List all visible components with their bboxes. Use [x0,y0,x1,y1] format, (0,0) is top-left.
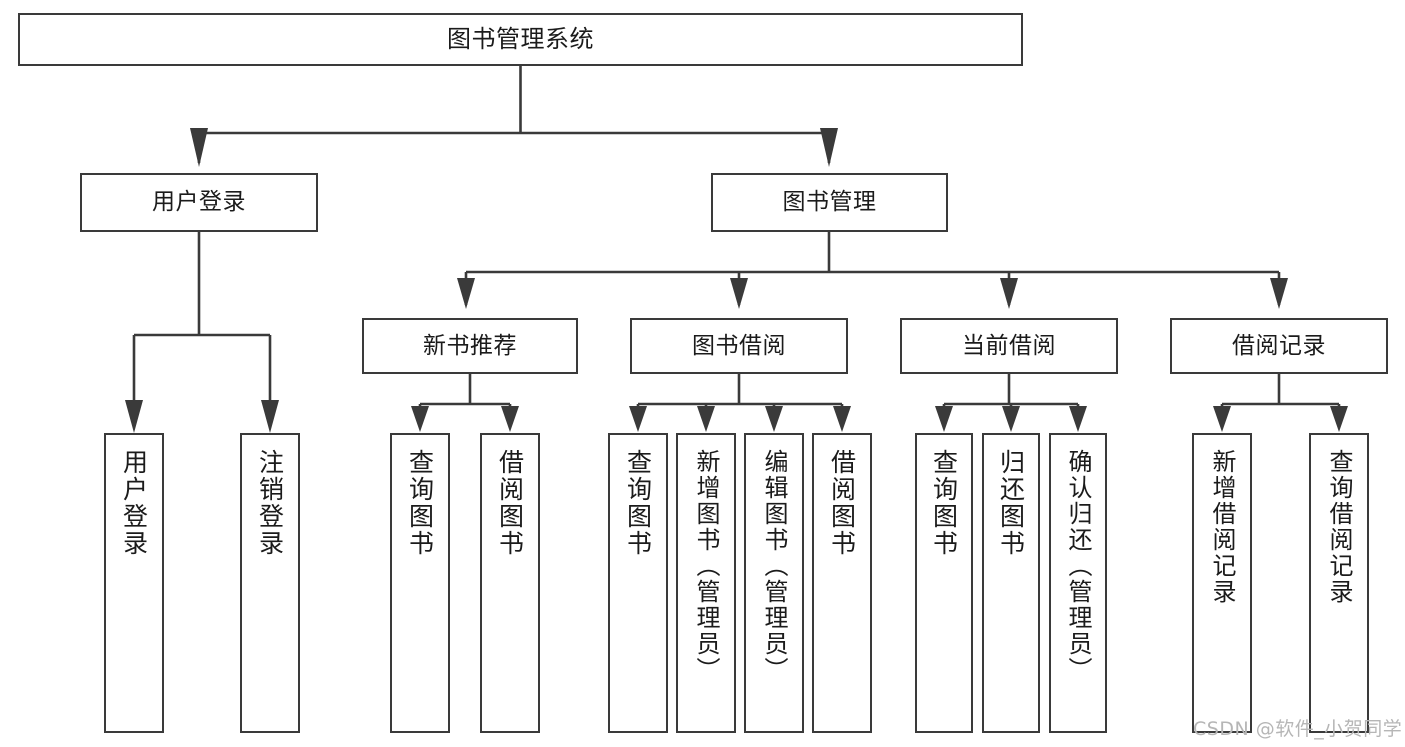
node-label: 借阅记录 [1232,332,1326,359]
node-label: 注销登录 [255,449,285,557]
leaf-confirm-return-admin[interactable]: 确认归还（管理员） [1049,433,1107,733]
node-label: 确认归还（管理员） [1064,449,1092,683]
node-label: 编辑图书（管理员） [760,449,788,683]
leaf-borrow-book[interactable]: 借阅图书 [812,433,872,733]
node-label: 用户登录 [152,189,246,216]
node-label: 图书管理系统 [447,24,594,53]
node-label: 查询图书 [405,449,435,557]
leaf-return-book[interactable]: 归还图书 [982,433,1040,733]
leaf-borrow-book-recommend[interactable]: 借阅图书 [480,433,540,733]
leaf-add-book-admin[interactable]: 新增图书（管理员） [676,433,736,733]
node-label: 查询图书 [623,449,653,557]
csdn-watermark: CSDN @软件_小贺同学 [1193,718,1403,740]
node-borrow-record[interactable]: 借阅记录 [1170,318,1388,374]
leaf-logout[interactable]: 注销登录 [240,433,300,733]
node-label: 图书管理 [782,189,877,216]
node-label: 新增图书（管理员） [692,449,720,683]
node-label: 新增借阅记录 [1208,449,1236,605]
node-label: 借阅图书 [495,449,525,557]
leaf-add-borrow-record[interactable]: 新增借阅记录 [1192,433,1252,733]
leaf-query-book-recommend[interactable]: 查询图书 [390,433,450,733]
node-label: 当前借阅 [962,332,1056,359]
leaf-user-login[interactable]: 用户登录 [104,433,164,733]
node-label: 新书推荐 [423,332,517,359]
node-new-book-recommend[interactable]: 新书推荐 [362,318,578,374]
node-label: 用户登录 [119,449,149,557]
node-root-system[interactable]: 图书管理系统 [18,13,1023,66]
node-label: 图书借阅 [692,332,786,359]
node-label: 查询图书 [929,449,959,557]
node-user-login[interactable]: 用户登录 [80,173,318,232]
node-book-management[interactable]: 图书管理 [711,173,948,232]
node-label: 归还图书 [996,449,1026,557]
leaf-query-book-current[interactable]: 查询图书 [915,433,973,733]
node-label: 查询借阅记录 [1325,449,1353,605]
leaf-query-book-borrow[interactable]: 查询图书 [608,433,668,733]
node-book-borrow[interactable]: 图书借阅 [630,318,848,374]
node-current-borrow[interactable]: 当前借阅 [900,318,1118,374]
node-label: 借阅图书 [827,449,857,557]
leaf-edit-book-admin[interactable]: 编辑图书（管理员） [744,433,804,733]
leaf-query-borrow-record[interactable]: 查询借阅记录 [1309,433,1369,733]
